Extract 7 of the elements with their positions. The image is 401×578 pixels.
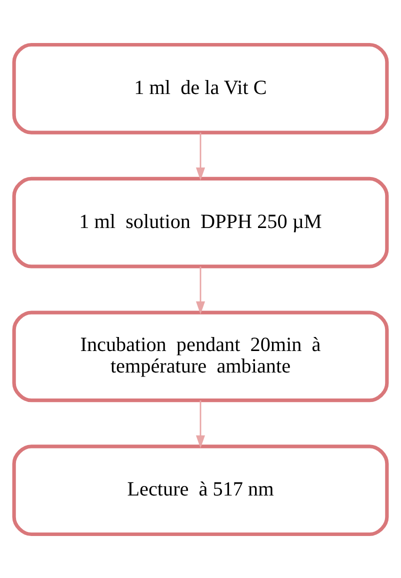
- node-box: 1 ml de la Vit C: [12, 42, 389, 134]
- arrow: [196, 132, 206, 180]
- node-box: 1 ml solution DPPH 250 µM: [12, 176, 389, 268]
- node-box: Incubation pendant 20min à température ambiante: [12, 310, 389, 402]
- node-box: Lecture à 517 nm: [12, 444, 389, 536]
- arrow: [196, 266, 206, 314]
- arrow: [196, 400, 206, 448]
